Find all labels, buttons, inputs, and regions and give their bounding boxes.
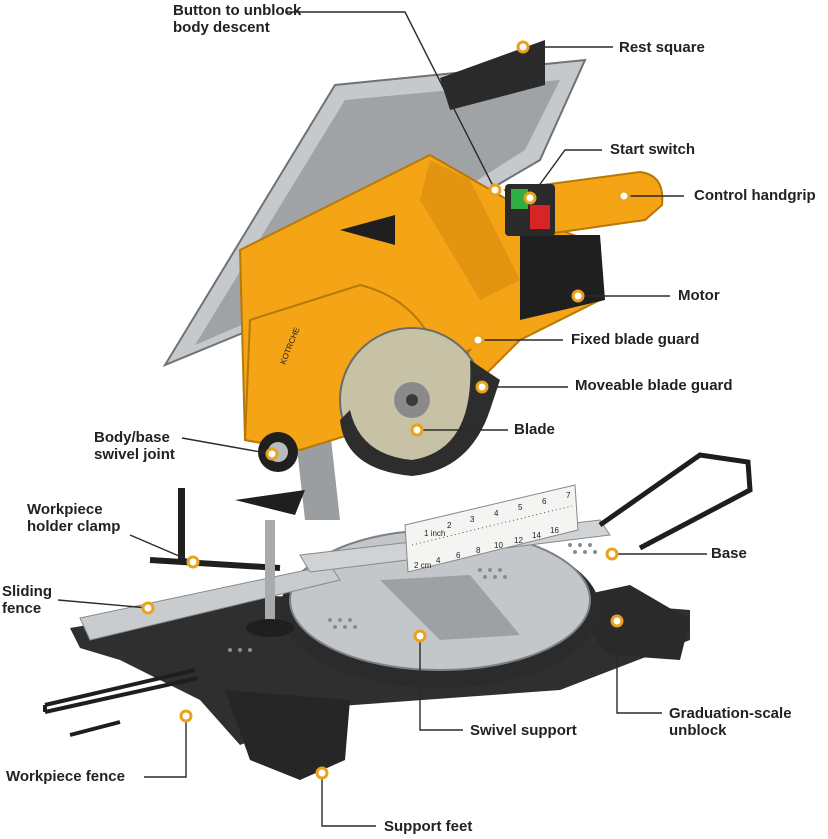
label-moveable-blade-guard: Moveable blade guard <box>575 377 733 394</box>
scale-cm-tick: 8 <box>476 546 481 555</box>
scale-cm-label: 2 cm <box>414 561 432 570</box>
label-graduation-line1: Graduation-scale <box>669 705 792 722</box>
saw-head-assembly: KOTRCHE <box>162 40 664 520</box>
label-base: Base <box>711 545 747 562</box>
marker-body-swivel <box>265 447 279 461</box>
label-body-swivel: Body/base swivel joint <box>94 429 175 463</box>
label-fixed-blade-guard: Fixed blade guard <box>571 331 700 348</box>
marker-control-handgrip <box>617 189 631 203</box>
label-sliding-fence-line2: fence <box>2 600 42 617</box>
label-blade: Blade <box>514 421 555 438</box>
marker-support-feet <box>315 766 329 780</box>
leader-lines <box>57 11 707 827</box>
leader-swivel-support <box>419 636 463 731</box>
label-graduation-line2: unblock <box>669 722 727 739</box>
scale-inch-tick: 5 <box>518 503 523 512</box>
leader-workpiece-fence <box>144 716 187 778</box>
scale-cm-tick: 12 <box>514 536 523 545</box>
scale-inch-tick: 2 <box>447 521 452 530</box>
leader-start-switch <box>529 149 602 199</box>
label-sliding-fence: Sliding fence <box>2 583 52 617</box>
marker-blade <box>410 423 424 437</box>
label-holder-clamp-line2: holder clamp <box>27 518 121 535</box>
scale-inch-tick: 3 <box>470 515 475 524</box>
scale-inch-tick: 4 <box>494 509 499 518</box>
marker-start-switch <box>523 191 537 205</box>
scale-inch-tick: 7 <box>566 491 571 500</box>
label-swivel-support: Swivel support <box>470 722 577 739</box>
marker-fixed-guard <box>471 333 485 347</box>
scale-inch-label: 1 inch <box>424 529 445 538</box>
label-sliding-fence-line1: Sliding <box>2 583 52 600</box>
label-graduation-unblock: Graduation-scale unblock <box>669 705 792 739</box>
label-body-swivel-line1: Body/base <box>94 429 170 446</box>
marker-workpiece-fence <box>179 709 193 723</box>
saw-base-assembly: 1 inch 2 cm 2 3 4 5 6 7 4 6 8 10 12 14 1… <box>43 452 753 780</box>
label-button-unblock-line2: body descent <box>173 19 270 36</box>
marker-button-unblock <box>488 183 502 197</box>
marker-sliding-fence <box>141 601 155 615</box>
leader-holder-clamp <box>129 534 194 563</box>
marker-holder-clamp <box>186 555 200 569</box>
callout-markers <box>141 40 631 780</box>
label-motor: Motor <box>678 287 720 304</box>
label-support-feet: Support feet <box>384 818 473 835</box>
label-button-unblock: Button to unblock body descent <box>173 2 301 36</box>
label-button-unblock-line1: Button to unblock <box>173 2 302 19</box>
marker-graduation <box>610 614 624 628</box>
scale-inch-tick: 6 <box>542 497 547 506</box>
scale-cm-tick: 4 <box>436 556 441 565</box>
label-holder-clamp: Workpiece holder clamp <box>27 501 120 535</box>
label-rest-square: Rest square <box>619 39 705 56</box>
leader-support-feet <box>321 773 376 827</box>
label-control-handgrip: Control handgrip <box>694 187 816 204</box>
marker-rest-square <box>516 40 530 54</box>
scale-cm-tick: 16 <box>550 526 559 535</box>
label-body-swivel-line2: swivel joint <box>94 446 175 463</box>
scale-cm-tick: 6 <box>456 551 461 560</box>
leader-body-swivel <box>181 437 273 455</box>
scale-cm-tick: 14 <box>532 531 541 540</box>
label-workpiece-fence: Workpiece fence <box>6 768 125 785</box>
measuring-scale: 1 inch 2 cm 2 3 4 5 6 7 4 6 8 10 12 14 1… <box>404 484 579 573</box>
leader-sliding-fence <box>57 599 149 609</box>
marker-moveable-guard <box>475 380 489 394</box>
leader-button-unblock <box>285 11 496 191</box>
label-start-switch: Start switch <box>610 141 696 158</box>
label-holder-clamp-line1: Workpiece <box>27 501 103 518</box>
marker-base <box>605 547 619 561</box>
marker-motor <box>571 289 585 303</box>
scale-cm-tick: 10 <box>494 541 503 550</box>
marker-swivel-support <box>413 629 427 643</box>
leader-graduation <box>616 621 662 714</box>
